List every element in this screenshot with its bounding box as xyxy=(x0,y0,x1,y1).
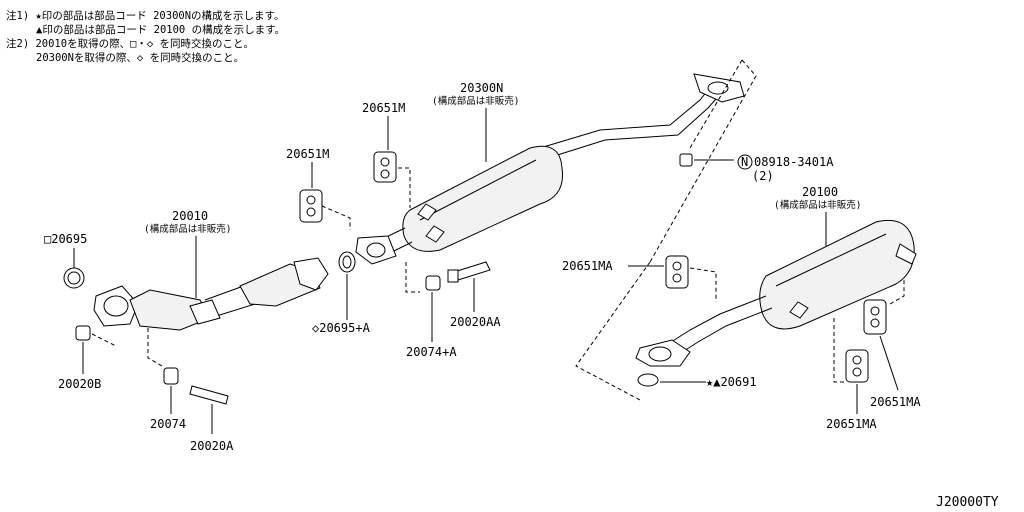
label-08918-n: N xyxy=(741,155,748,169)
gasket-20691 xyxy=(637,373,659,387)
note-line-1: 注1) ★印の部品は部品コード 20300Nの構成を示します。 xyxy=(6,9,285,22)
label-20695A: ◇20695+A xyxy=(312,321,371,335)
label-20010: 20010 xyxy=(172,209,208,223)
nut-20074 xyxy=(163,367,179,385)
nut-20074A xyxy=(425,275,441,291)
label-20020B: 20020B xyxy=(58,377,101,391)
stud-20020A xyxy=(189,385,229,405)
label-20651M-upper: 20651M xyxy=(362,101,405,115)
label-20010-sub: (構成部品は非販売) xyxy=(144,223,231,235)
label-20695: □20695 xyxy=(44,232,87,246)
diagram-code: J20000TY xyxy=(936,495,999,510)
center-muffler-assembly xyxy=(355,73,745,265)
label-20100: 20100 xyxy=(802,185,838,199)
label-08918: 08918-3401A xyxy=(754,155,834,169)
label-20300N-sub: (構成部品は非販売) xyxy=(432,95,519,107)
label-20691: ★▲20691 xyxy=(706,375,757,389)
nut-20020B xyxy=(75,325,91,341)
label-20651M-lower: 20651M xyxy=(286,147,329,161)
label-20651MA-lower: 20651MA xyxy=(826,417,877,431)
hanger-20651MA-left xyxy=(665,255,689,289)
front-tube-catalyst xyxy=(93,257,329,331)
label-20074: 20074 xyxy=(150,417,186,431)
gasket-20695 xyxy=(63,267,85,289)
label-20020AA: 20020AA xyxy=(450,315,501,329)
label-20651MA-left: 20651MA xyxy=(562,259,613,273)
hanger-20651M-upper xyxy=(373,151,397,183)
hanger-20651MA-lower xyxy=(845,349,869,383)
label-20100-sub: (構成部品は非販売) xyxy=(774,199,861,211)
label-08918-qty: (2) xyxy=(752,169,774,183)
label-20020A: 20020A xyxy=(190,439,234,453)
label-20651MA-right: 20651MA xyxy=(870,395,921,409)
label-20074A: 20074+A xyxy=(406,345,457,359)
gasket-20695A xyxy=(338,251,356,273)
notes: 注1) ★印の部品は部品コード 20300Nの構成を示します。 ▲印の部品は部品… xyxy=(6,9,285,64)
hanger-20651M-lower xyxy=(299,189,323,223)
stud-20020AA xyxy=(447,261,491,283)
note-line-3: 注2) 20010を取得の際、□・◇ を同時交換のこと。 xyxy=(6,37,254,50)
hanger-20651MA-right xyxy=(863,299,887,335)
label-20300N: 20300N xyxy=(460,81,503,95)
note-line-2: ▲印の部品は部品コード 20100 の構成を示します。 xyxy=(36,23,285,36)
main-muffler-assembly xyxy=(635,220,917,367)
nut-08918 xyxy=(679,153,693,167)
note-line-4: 20300Nを取得の際、◇ を同時交換のこと。 xyxy=(36,51,244,64)
